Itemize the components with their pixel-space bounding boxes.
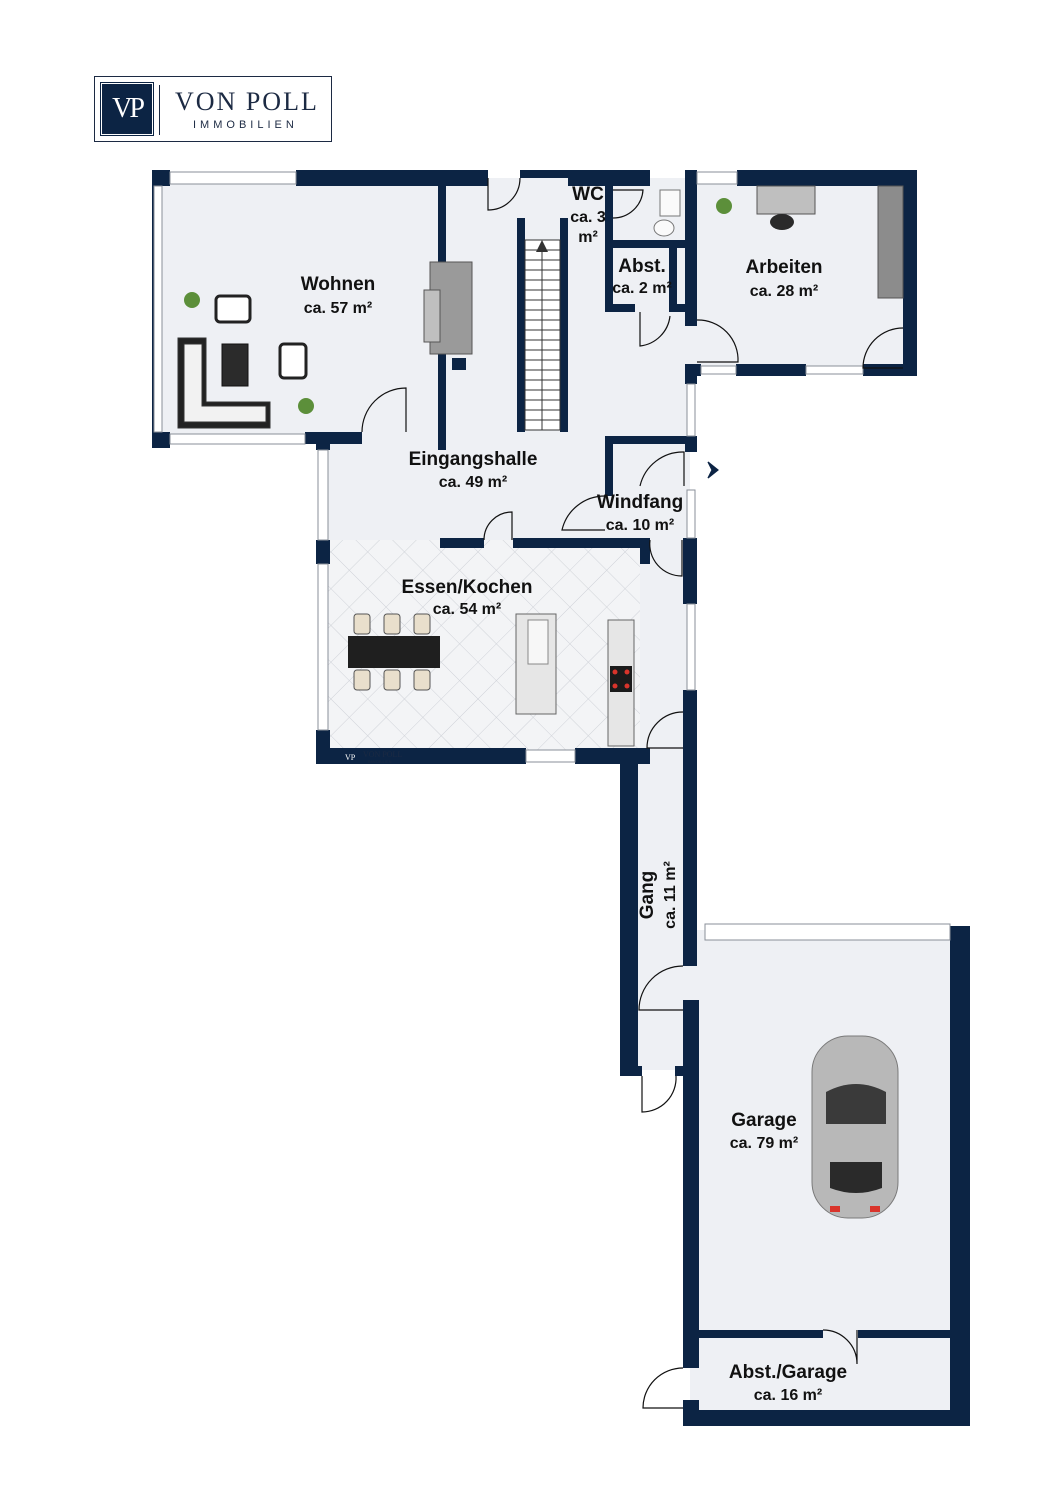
watermark-subtitle: IMMOBILIEN: [368, 759, 392, 764]
room-name-abst-garage: Abst./Garage: [729, 1362, 847, 1383]
room-area-wc-line1: ca. 3: [570, 209, 606, 226]
plant-icon: [298, 398, 314, 414]
room-name-arbeiten: Arbeiten: [745, 257, 822, 278]
sofa: [177, 337, 271, 429]
wc-basin: [659, 189, 681, 217]
tv-screen: [423, 289, 441, 343]
watermark: VP VON POLL IMMOBILIEN: [344, 749, 402, 764]
logo-subtitle: IMMOBILIEN: [193, 119, 298, 131]
furniture: [177, 185, 904, 1219]
room-area-wc-line2: m²: [578, 229, 598, 246]
watermark-title: VON POLL: [363, 750, 402, 759]
car-icon: [811, 1035, 899, 1219]
dining-table: [348, 636, 440, 668]
room-area-essen: ca. 54 m²: [433, 601, 501, 618]
office-chair: [770, 214, 794, 230]
coffee-table: [221, 343, 249, 387]
room-area-gang: ca. 11 m²: [662, 861, 679, 929]
room-name-essen: Essen/Kochen: [402, 577, 533, 598]
room-area-arbeiten: ca. 28 m²: [750, 283, 818, 300]
plant-icon: [184, 292, 200, 308]
cooktop: [610, 666, 632, 692]
room-name-eingangshalle: Eingangshalle: [409, 449, 538, 470]
windows: [153, 171, 951, 941]
room-area-eingangshalle: ca. 49 m²: [439, 474, 507, 491]
room-name-garage: Garage: [731, 1110, 796, 1131]
logo-divider: [159, 85, 160, 135]
room-name-gang: Gang: [637, 871, 658, 920]
room-area-windfang: ca. 10 m²: [606, 517, 674, 534]
room-name-abst: Abst.: [618, 256, 666, 277]
dining-chairs: [353, 613, 431, 691]
room-area-abst-garage: ca. 16 m²: [754, 1387, 822, 1404]
toilet: [653, 219, 675, 237]
floor-areas: [160, 178, 965, 1420]
room-name-wohnen: Wohnen: [301, 274, 376, 295]
room-labels: Wohnen ca. 57 m² Eingangshalle ca. 49 m²…: [301, 184, 847, 1404]
room-area-garage: ca. 79 m²: [730, 1135, 798, 1152]
plant-icon: [716, 198, 732, 214]
room-name-windfang: Windfang: [597, 492, 683, 513]
doors: [361, 177, 904, 1409]
room-area-wohnen: ca. 57 m²: [304, 300, 372, 317]
shelf: [877, 185, 904, 299]
sink: [527, 619, 549, 665]
logo-mark: VP: [100, 82, 154, 136]
room-name-wc: WC: [572, 184, 604, 205]
company-logo: VP VON POLL IMMOBILIEN: [94, 76, 332, 142]
room-area-abst: ca. 2 m²: [612, 280, 672, 297]
armchair-top: [214, 294, 252, 324]
desk: [756, 185, 816, 215]
watermark-mark: VP: [345, 753, 356, 762]
staircase: [517, 218, 568, 432]
walls: [152, 170, 970, 1426]
armchair-right: [278, 342, 308, 380]
logo-title: VON POLL: [175, 87, 319, 116]
